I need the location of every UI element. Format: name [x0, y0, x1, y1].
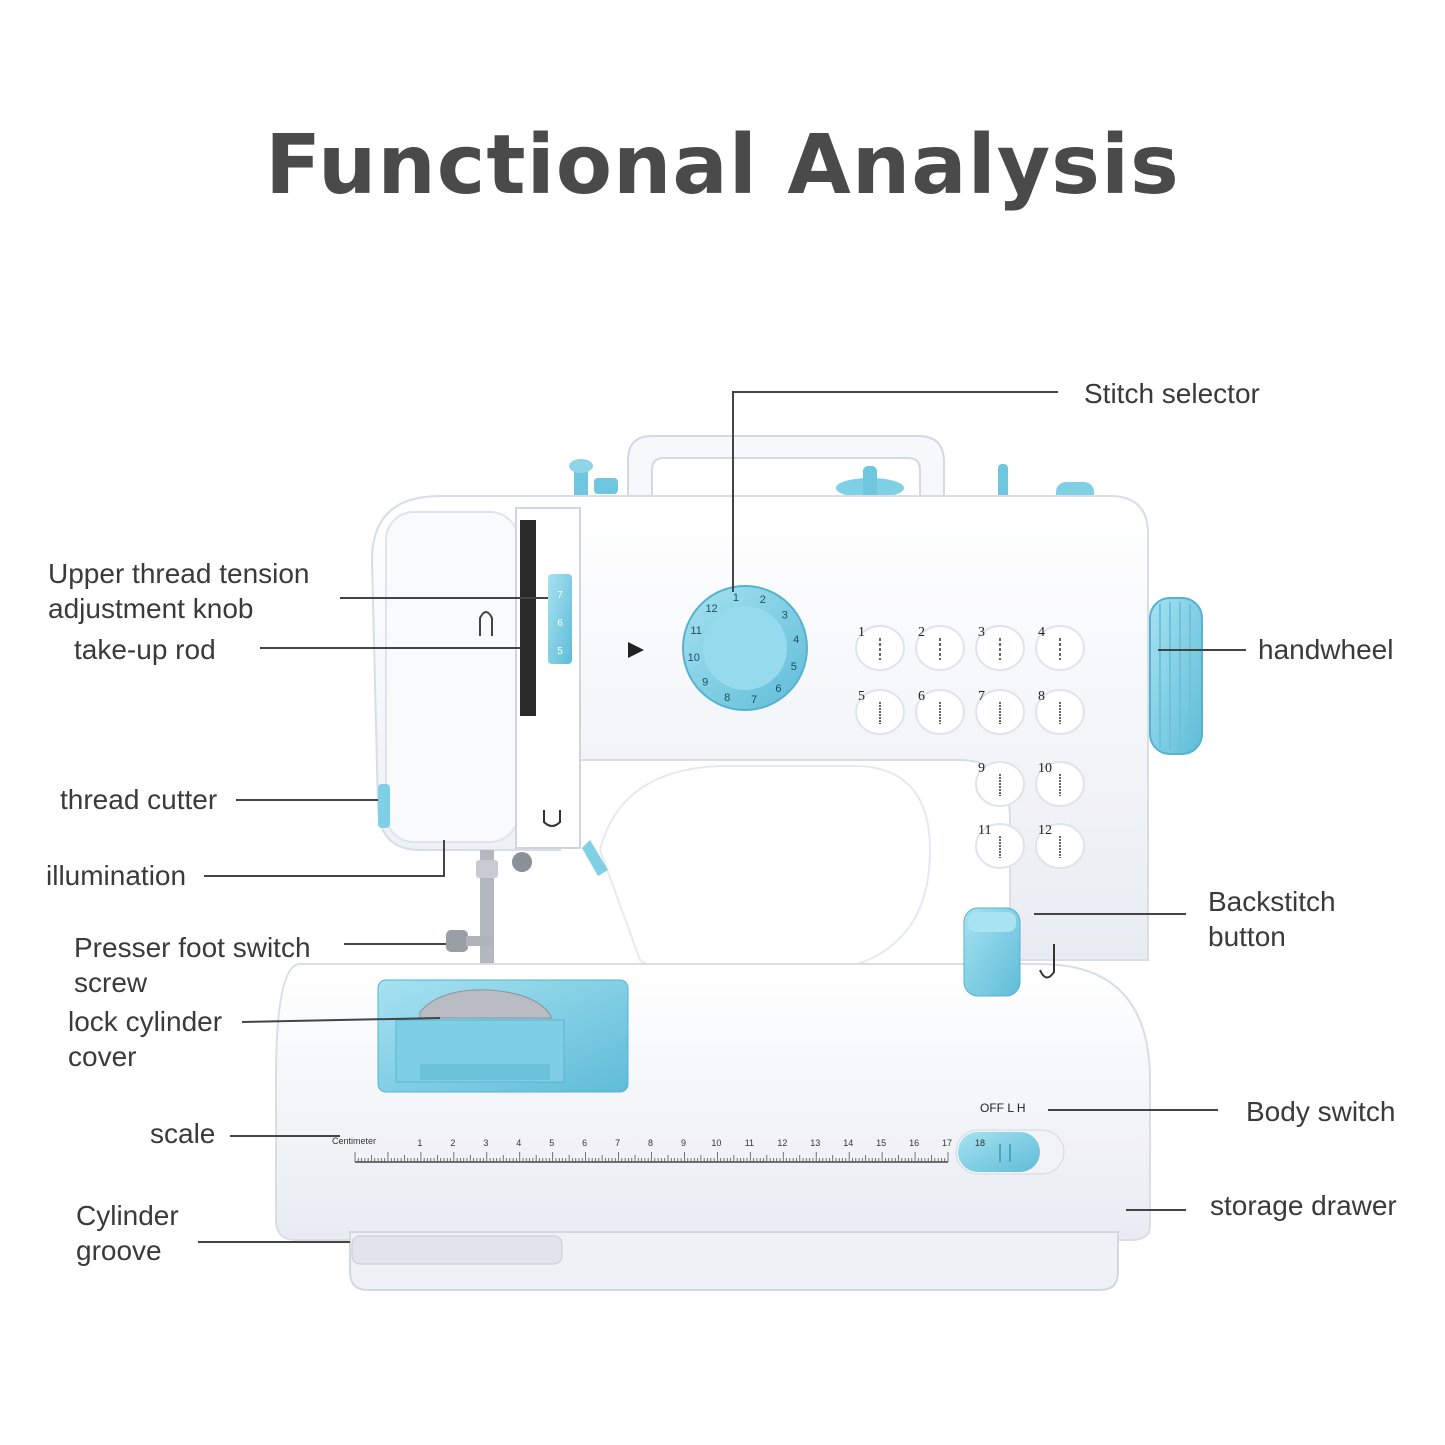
dial-number: 10 — [688, 652, 700, 664]
scale-number: 15 — [876, 1138, 886, 1148]
stitch-number: 7 — [978, 689, 985, 704]
scale-number: 5 — [549, 1138, 554, 1148]
dial-number: 5 — [791, 661, 797, 673]
dial-number: 8 — [724, 692, 730, 704]
stitch-number: 8 — [1038, 689, 1045, 704]
label-cylinder-groove-line1: Cylinder — [76, 1200, 179, 1231]
label-cylinder-groove: Cylinder groove — [76, 1198, 179, 1268]
label-cylinder-groove-line2: groove — [76, 1235, 162, 1266]
scale-number: 2 — [450, 1138, 455, 1148]
dial-number: 4 — [793, 634, 799, 646]
dial-number: 6 — [775, 683, 781, 695]
label-presser-foot: Presser foot switch screw — [74, 930, 311, 1000]
scale-number: 13 — [810, 1138, 820, 1148]
bobbin-lever — [582, 840, 608, 876]
backstitch-button[interactable] — [963, 907, 1021, 997]
dial-number: 3 — [782, 610, 788, 622]
scale-number: 12 — [777, 1138, 787, 1148]
scale-number: 3 — [483, 1138, 488, 1148]
dial-number: 2 — [760, 594, 766, 606]
scale-number: 17 — [942, 1138, 952, 1148]
stitch-number: 3 — [978, 625, 985, 640]
dial-number: 1 — [733, 592, 739, 604]
scale-number: 10 — [711, 1138, 721, 1148]
stitch-number: 6 — [918, 689, 925, 704]
scale-number: 4 — [516, 1138, 521, 1148]
stitch-number: 1 — [858, 625, 865, 640]
scale-number: 11 — [745, 1138, 754, 1148]
scale-number: 1 — [417, 1138, 422, 1148]
label-upper-thread-tension-line2: adjustment knob — [48, 593, 254, 624]
body-switch[interactable] — [955, 1129, 1065, 1175]
scale-number: 6 — [582, 1138, 587, 1148]
thread-cutter — [378, 784, 390, 828]
lock-cylinder-cover[interactable] — [377, 979, 629, 1093]
label-backstitch: Backstitch button — [1208, 884, 1336, 954]
cylinder-groove — [351, 1235, 563, 1265]
stitch-number: 9 — [978, 761, 985, 776]
scale-number: 8 — [648, 1138, 653, 1148]
stitch-number: 11 — [978, 823, 991, 838]
scale-number: 7 — [615, 1138, 620, 1148]
stitch-selector-dial[interactable] — [682, 585, 808, 711]
dial-number: 7 — [751, 694, 757, 706]
label-take-up-rod: take-up rod — [74, 634, 216, 665]
backstitch-icon — [1039, 944, 1055, 979]
tension-number: 7 — [557, 590, 563, 601]
spool-pin-left — [569, 459, 618, 502]
dial-number: 12 — [705, 603, 717, 615]
needle-arrow-icon — [628, 642, 644, 658]
stitch-number: 2 — [918, 625, 925, 640]
dial-number: 11 — [690, 625, 701, 637]
label-lock-cylinder-line1: lock cylinder — [68, 1006, 223, 1037]
label-lock-cylinder-line2: cover — [68, 1041, 137, 1072]
switch-text: OFF L H — [980, 1101, 1026, 1115]
label-backstitch-line2: button — [1208, 921, 1286, 952]
arm-opening — [598, 765, 932, 980]
tension-number: 6 — [557, 618, 563, 629]
scale-number: 14 — [843, 1138, 853, 1148]
label-body-switch: Body switch — [1246, 1096, 1396, 1127]
label-upper-thread-tension-line1: Upper thread tension — [48, 558, 310, 589]
head-panel — [385, 511, 519, 843]
tension-number: 5 — [557, 646, 563, 657]
leader-lines — [198, 391, 1246, 1243]
scale-number: 9 — [681, 1138, 686, 1148]
scale-number: 16 — [909, 1138, 919, 1148]
page-title: Functional Analysis — [265, 118, 1180, 213]
label-storage-drawer: storage drawer — [1210, 1190, 1397, 1221]
label-stitch-selector: Stitch selector — [1084, 378, 1260, 409]
scale-number: 18 — [975, 1138, 985, 1148]
stitch-number: 12 — [1038, 823, 1052, 838]
label-presser-foot-line1: Presser foot switch — [74, 932, 311, 963]
handwheel[interactable] — [1149, 597, 1203, 755]
stitch-number: 10 — [1038, 761, 1052, 776]
label-backstitch-line1: Backstitch — [1208, 886, 1336, 917]
dial-number: 9 — [702, 676, 708, 688]
stitch-number: 5 — [858, 689, 865, 704]
tension-knob — [548, 574, 572, 664]
stitch-number: 4 — [1038, 625, 1045, 640]
label-illumination: illumination — [46, 860, 187, 891]
label-scale: scale — [150, 1118, 216, 1149]
label-handwheel: handwheel — [1258, 634, 1394, 665]
thread-guide-icon — [479, 611, 493, 636]
label-lock-cylinder: lock cylinder cover — [68, 1004, 222, 1074]
label-upper-thread-tension: Upper thread tension adjustment knob — [48, 556, 310, 626]
scale-caption: Centimeter — [332, 1136, 376, 1146]
label-thread-cutter: thread cutter — [60, 784, 218, 815]
hook-icon — [543, 810, 561, 827]
label-presser-foot-line2: screw — [74, 967, 148, 998]
